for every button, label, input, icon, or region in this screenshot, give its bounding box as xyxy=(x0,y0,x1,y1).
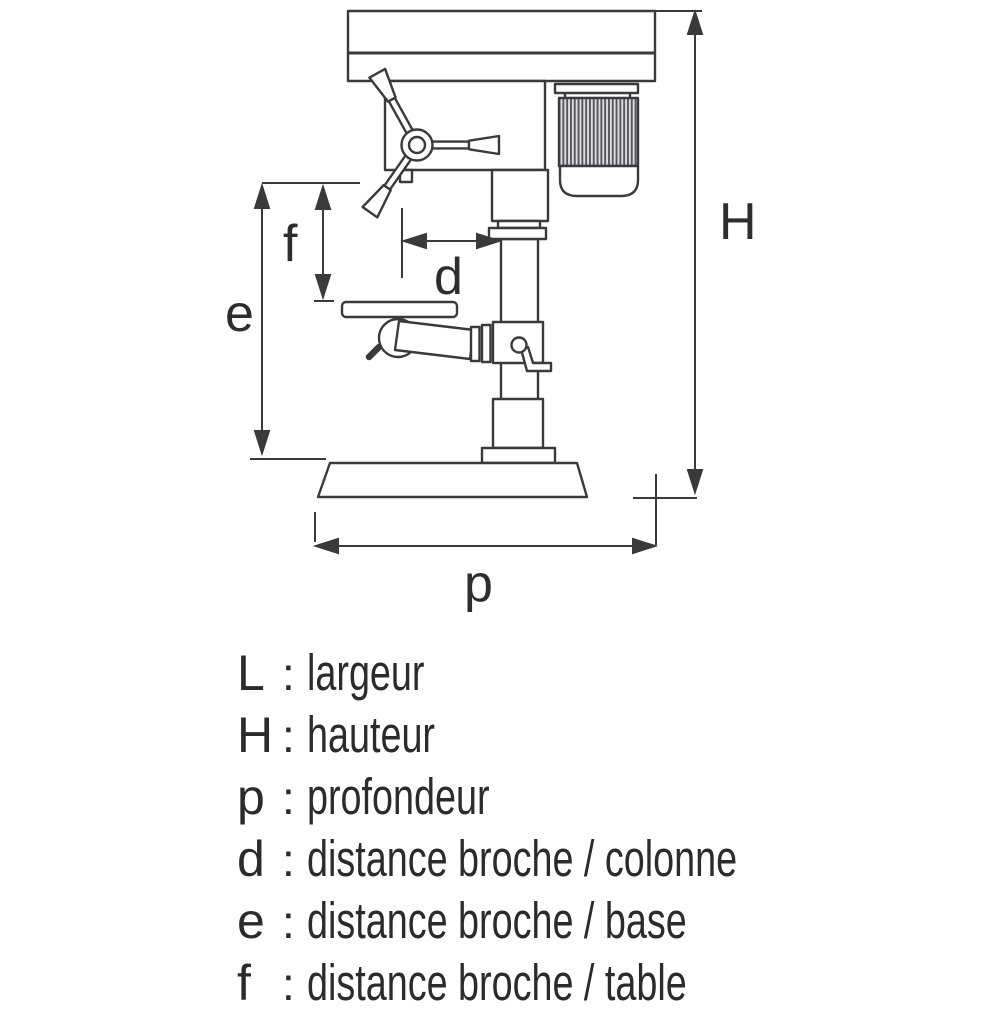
dim-label-p: p xyxy=(464,555,493,613)
motor xyxy=(553,82,640,198)
legend-row-H: H : hauteur xyxy=(237,705,888,767)
motor-end-cap xyxy=(558,164,640,198)
drill-press-diagram: H e f d p xyxy=(225,8,757,613)
legend-row-L: L : largeur xyxy=(237,643,888,705)
p-arrow-right xyxy=(632,537,659,555)
dimension-p xyxy=(312,512,659,555)
handwheel-hub-center xyxy=(407,135,427,155)
legend-text: distance broche / table xyxy=(307,954,687,1011)
column-sleeve xyxy=(491,397,545,450)
f-arrow-up xyxy=(314,183,332,210)
table-assembly xyxy=(340,300,553,373)
legend-row-e: e : distance broche / base xyxy=(237,891,888,953)
dim-label-h: H xyxy=(719,193,757,251)
legend-row-d: d : distance broche / colonne xyxy=(237,829,888,891)
e-arrow-down xyxy=(253,430,271,457)
dim-label-d: d xyxy=(434,248,463,306)
table-crank-hub xyxy=(510,336,528,354)
table-arm-rib-1 xyxy=(469,325,481,363)
legend-colon: : xyxy=(282,772,295,824)
dim-label-f: f xyxy=(283,215,298,273)
legend-text: distance broche / base xyxy=(307,892,687,949)
motor-mount-plate xyxy=(553,82,640,95)
legend-symbol: f xyxy=(237,955,251,1011)
legend-row-f: f : distance broche / table xyxy=(237,953,888,1015)
legend-text: distance broche / colonne xyxy=(307,830,738,887)
legend-text: largeur xyxy=(307,644,425,701)
f-arrow-down xyxy=(314,274,332,301)
dimension-lines xyxy=(250,8,704,555)
handwheel-spoke-upper xyxy=(368,67,416,138)
p-arrow-left xyxy=(312,537,339,555)
table-top xyxy=(340,300,459,319)
dimension-f xyxy=(314,183,334,302)
legend-symbol: H xyxy=(237,707,274,763)
legend-colon: : xyxy=(282,648,295,700)
dimension-H xyxy=(633,8,704,545)
machine-base xyxy=(316,461,589,499)
feed-handwheel xyxy=(361,67,501,219)
quill-housing xyxy=(490,168,550,223)
legend-colon: : xyxy=(282,834,295,886)
legend-symbol: e xyxy=(237,893,265,949)
legend-symbol: p xyxy=(237,769,265,825)
h-arrow-up xyxy=(686,8,704,35)
column-base-flange xyxy=(480,446,557,465)
table-crank-handle xyxy=(519,345,553,373)
legend-colon: : xyxy=(282,896,295,948)
legend-text: hauteur xyxy=(307,706,436,763)
belt-cover-box xyxy=(346,9,657,83)
d-arrow-right xyxy=(476,232,503,250)
motor-body xyxy=(557,96,640,168)
h-arrow-down xyxy=(686,469,704,496)
dimension-d xyxy=(400,208,503,278)
dim-label-e: e xyxy=(225,285,254,343)
drill-press-machine xyxy=(316,9,657,499)
quill-collar xyxy=(487,226,548,241)
legend: L : largeur H : hauteur p : profondeur d… xyxy=(237,643,888,1015)
legend-colon: : xyxy=(282,958,295,1010)
legend-text: profondeur xyxy=(307,768,490,825)
dimension-labels: H e f d p xyxy=(225,193,757,613)
d-arrow-left xyxy=(400,232,427,250)
legend-colon: : xyxy=(282,710,295,762)
legend-row-p: p : profondeur xyxy=(237,767,888,829)
dimension-e xyxy=(250,182,360,460)
e-arrow-up xyxy=(253,182,271,209)
table-arm-rib-2 xyxy=(480,323,492,364)
table-arm-pin xyxy=(365,343,383,361)
legend-symbol: d xyxy=(237,831,265,887)
legend-symbol: L xyxy=(237,645,265,701)
belt-cover xyxy=(346,9,657,83)
